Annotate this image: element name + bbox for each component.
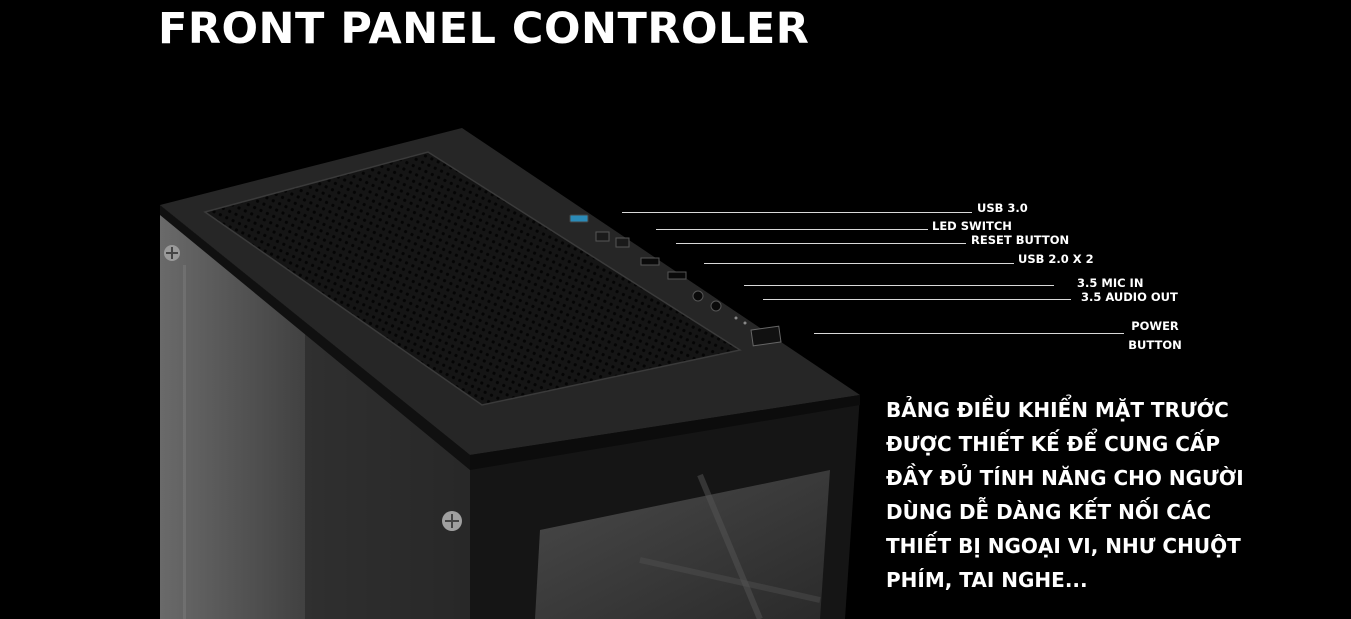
reset-button-icon [615, 237, 630, 248]
screw-icon [164, 245, 180, 261]
led-switch-icon [595, 231, 610, 242]
usb3-port-icon [569, 214, 589, 223]
callout-line-audio-out [763, 299, 1071, 300]
description-line: ĐẦY ĐỦ TÍNH NĂNG CHO NGƯỜI [886, 466, 1244, 490]
label-audio-out: 3.5 AUDIO OUT [1081, 290, 1178, 304]
callout-line-led-switch [656, 229, 928, 230]
usb2-port-icon [640, 257, 660, 266]
label-mic-in: 3.5 MIC IN [1077, 276, 1144, 290]
page-title: FRONT PANEL CONTROLER [158, 4, 810, 54]
top-mesh [205, 152, 740, 405]
label-reset-button: RESET BUTTON [971, 233, 1070, 247]
description-line: PHÍM, TAI NGHE... [886, 568, 1088, 592]
label-usb20: USB 2.0 X 2 [1018, 252, 1094, 266]
label-usb30: USB 3.0 [977, 201, 1028, 215]
screw-icon [442, 511, 462, 531]
label-led-switch: LED SWITCH [932, 219, 1012, 233]
description-line: BẢNG ĐIỀU KHIỂN MẶT TRƯỚC [886, 398, 1229, 422]
description-line: THIẾT BỊ NGOẠI VI, NHƯ CHUỘT [886, 534, 1241, 558]
callout-line-reset-button [676, 243, 966, 244]
description-text: BẢNG ĐIỀU KHIỂN MẶT TRƯỚC ĐƯỢC THIẾT KẾ … [886, 393, 1266, 597]
description-line: ĐƯỢC THIẾT KẾ ĐỂ CUNG CẤP [886, 432, 1221, 456]
callout-line-power [814, 333, 1124, 334]
audio-jack-icon [710, 300, 722, 312]
callout-line-mic-in [744, 285, 1054, 286]
description-line: DÙNG DỄ DÀNG KẾT NỐI CÁC [886, 500, 1212, 524]
callout-line-usb30 [622, 212, 972, 213]
mic-jack-icon [692, 290, 704, 302]
callout-line-usb20 [704, 263, 1014, 264]
label-power-line1: POWER [1131, 319, 1179, 333]
label-power-line2: BUTTON [1128, 338, 1182, 352]
power-button-icon [750, 325, 782, 347]
